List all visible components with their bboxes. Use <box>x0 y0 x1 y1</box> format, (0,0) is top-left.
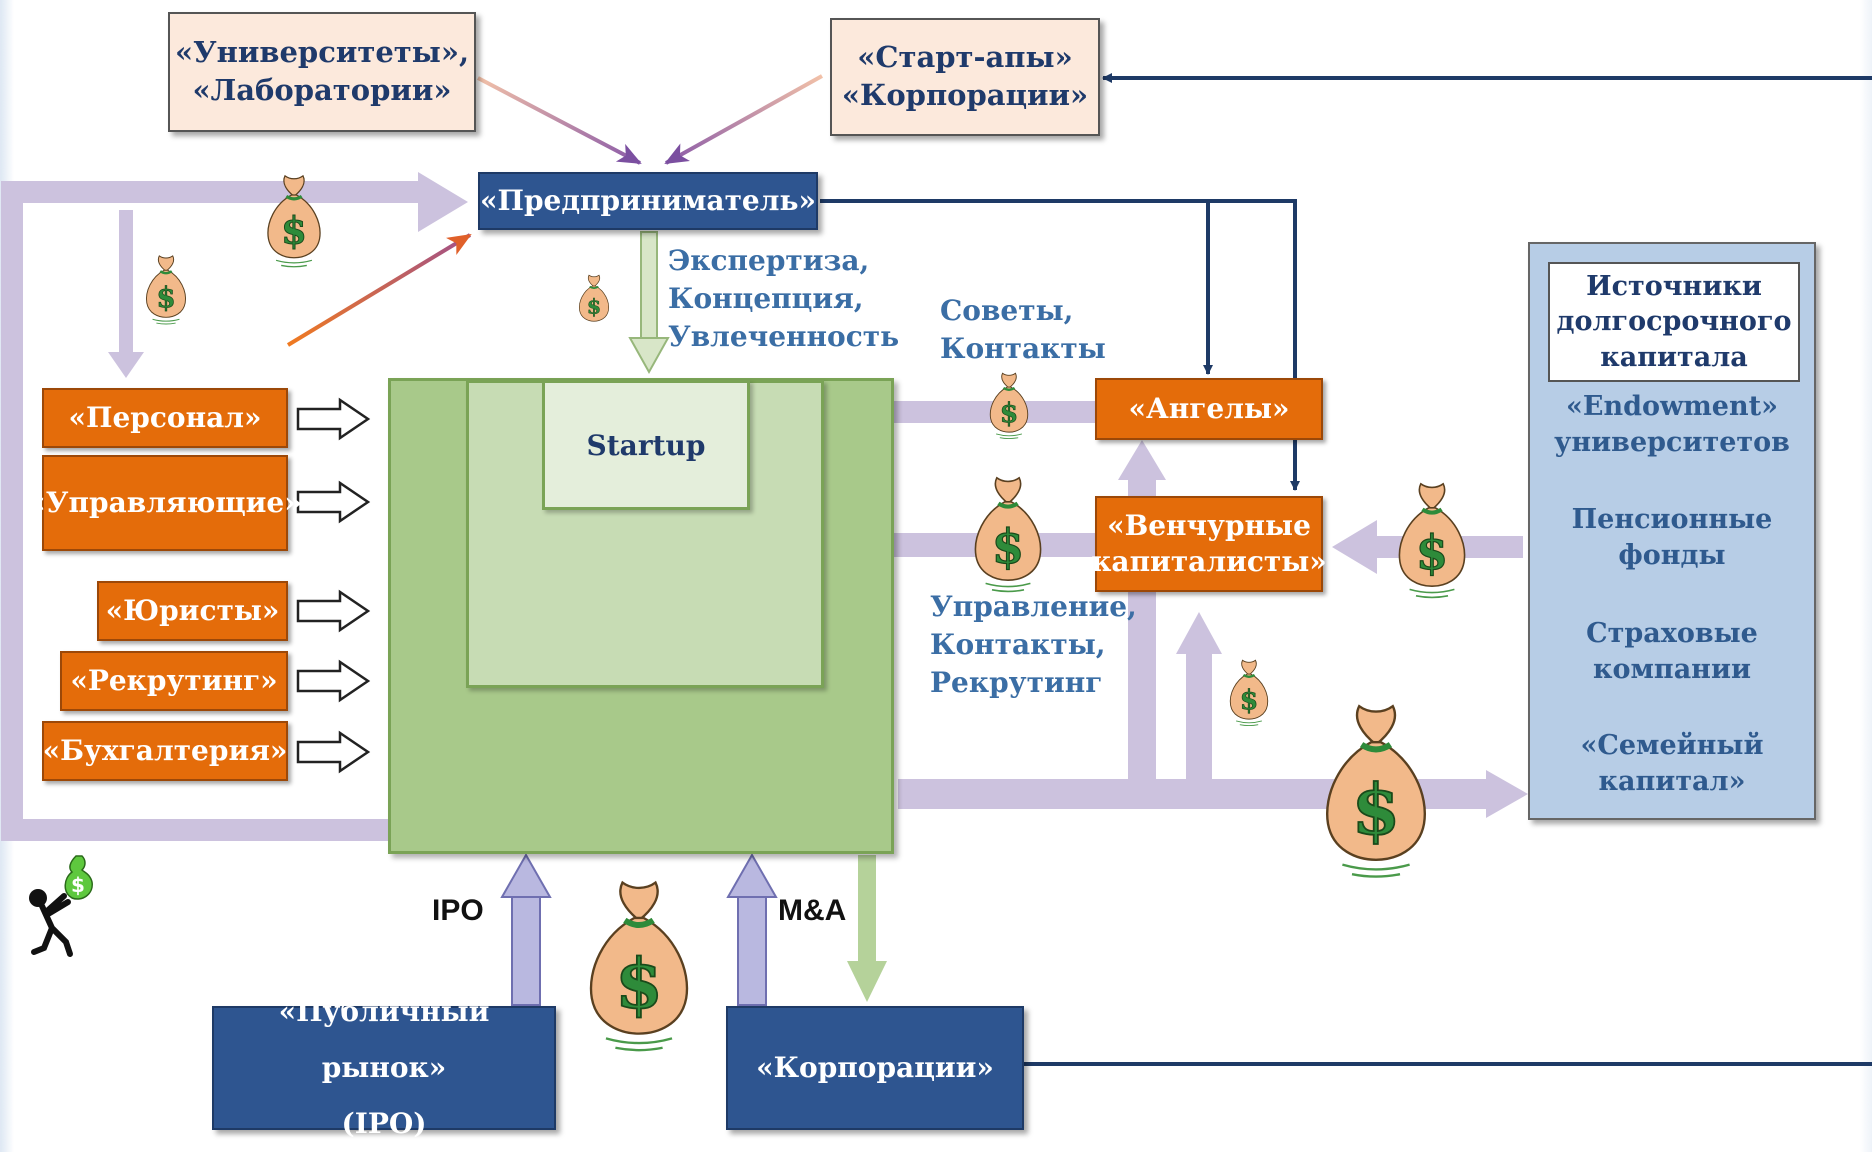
service-lawyers-label: «Юристы» <box>105 593 280 627</box>
svg-text:$: $ <box>1352 769 1400 850</box>
reinvest-loop-head <box>418 172 468 232</box>
money-bag-icon: $ <box>1229 659 1269 727</box>
money-bag-icon: $ <box>974 476 1042 593</box>
advice-label: Советы, Контакты <box>940 294 1106 365</box>
startup-box: Startup <box>542 380 750 510</box>
person-with-money-icon: $ <box>29 855 93 957</box>
svg-text:$: $ <box>281 209 307 253</box>
svg-text:$: $ <box>587 293 602 318</box>
expertise-label: Экспертиза, Концепция, Увлеченность <box>668 244 900 353</box>
startups-corporations-label: «Старт-апы» «Корпорации» <box>841 40 1089 112</box>
universities-box: «Университеты», «Лаборатории» <box>168 12 476 132</box>
money-bag-icon: $ <box>1398 482 1466 599</box>
svg-text:$: $ <box>615 945 663 1025</box>
entrepreneur-label: «Предприниматель» <box>480 183 816 217</box>
entrepreneur-box: «Предприниматель» <box>478 172 818 230</box>
svg-text:$: $ <box>1240 685 1259 716</box>
service-managers: «Управляющие» <box>28 455 302 551</box>
sources-to-vc-arrow <box>1332 520 1377 574</box>
money-bag-icon: $ <box>579 274 609 322</box>
money-bag-icon: $ <box>989 372 1029 440</box>
svg-text:$: $ <box>1000 398 1019 429</box>
ipo-label: IPO <box>432 894 484 927</box>
management-label: Управление, Контакты, Рекрутинг <box>930 590 1137 699</box>
source-pension-funds: Пенсионные фонды <box>1571 504 1773 572</box>
money-bag-icon: $ <box>267 174 321 268</box>
ipo-arrow <box>500 852 552 898</box>
money-bag-icon: $ <box>1326 704 1426 878</box>
svg-text:$: $ <box>1416 525 1448 580</box>
startups-arrow <box>664 74 823 165</box>
returns-arrow <box>1486 770 1528 818</box>
expertise-arrow <box>628 337 670 375</box>
startup-label: Startup <box>586 428 706 462</box>
svg-text:$: $ <box>156 281 175 314</box>
svg-text:$: $ <box>71 873 85 897</box>
capital-sources-title: Источники долгосрочного капитала <box>1548 262 1800 382</box>
angels-box: «Ангелы» <box>1095 378 1323 440</box>
source-endowment: «Endowment» университетов <box>1554 391 1790 459</box>
angels-label: «Ангелы» <box>1128 391 1290 425</box>
reinvest-loop-arrow <box>1 181 420 841</box>
svg-text:$: $ <box>992 519 1024 574</box>
vc-box: «Венчурные капиталисты» <box>1091 496 1327 592</box>
startups-corporations-box: «Старт-апы» «Корпорации» <box>830 18 1100 136</box>
public-market-box: «Публичный рынок» (IPO) <box>212 995 556 1140</box>
service-recruiting: «Рекрутинг» <box>60 651 288 711</box>
source-insurance: Страховые компании <box>1586 618 1758 686</box>
capital-sources-panel: Источники долгосрочного капитала «Endowm… <box>1528 242 1816 820</box>
money-bag-icon: $ <box>589 880 689 1052</box>
ma-label: M&A <box>778 894 847 927</box>
service-accounting-label: «Бухгалтерия» <box>42 733 288 767</box>
vc-label: «Венчурные капиталисты» <box>1091 508 1327 578</box>
universities-label: «Университеты», «Лаборатории» <box>174 35 470 107</box>
service-accounting: «Бухгалтерия» <box>42 721 288 781</box>
public-market-label: «Публичный рынок» (IPO) <box>278 995 490 1140</box>
ma-arrow <box>726 852 778 898</box>
service-recruiting-label: «Рекрутинг» <box>70 663 278 697</box>
corporations-box: «Корпорации» <box>726 1006 1024 1130</box>
universities-arrow <box>477 76 642 165</box>
service-managers-label: «Управляющие» <box>28 485 302 519</box>
service-personnel-label: «Персонал» <box>68 400 262 434</box>
corporations-label: «Корпорации» <box>756 1050 994 1084</box>
money-bag-icon: $ <box>146 255 186 325</box>
service-lawyers: «Юристы» <box>97 581 288 641</box>
source-family-capital: «Семейный капитал» <box>1580 730 1764 798</box>
to-corporations-arrow <box>847 961 887 1002</box>
service-personnel: «Персонал» <box>42 388 288 448</box>
orange-arrow <box>286 233 472 347</box>
service-arrows <box>296 397 371 774</box>
